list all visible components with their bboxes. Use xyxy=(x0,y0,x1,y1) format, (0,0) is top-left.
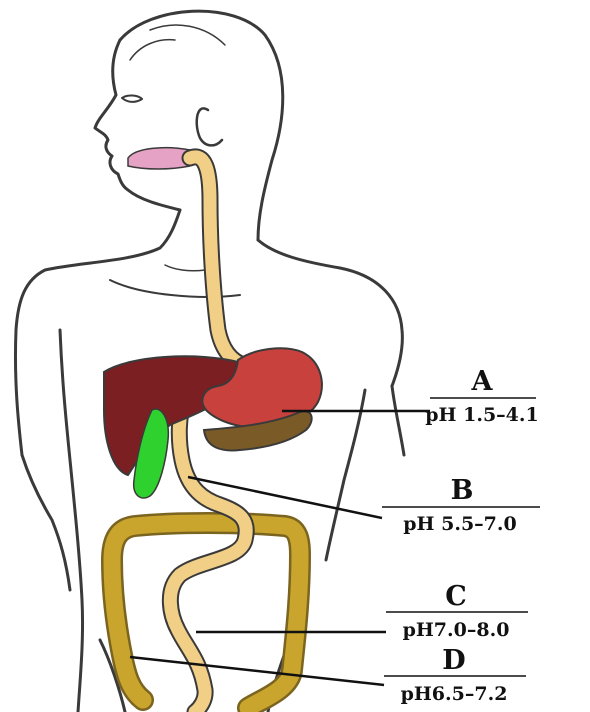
label-a: A pH 1.5–4.1 xyxy=(425,366,538,426)
torso-right xyxy=(326,390,365,560)
hair-line xyxy=(150,25,225,45)
label-a-letter: A xyxy=(471,366,494,397)
label-b-letter: B xyxy=(451,475,474,506)
eye xyxy=(122,95,142,101)
label-c: C pH7.0–8.0 xyxy=(386,581,528,641)
label-d-letter: D xyxy=(442,645,465,676)
label-b: B pH 5.5–7.0 xyxy=(382,475,540,535)
label-d: D pH6.5–7.2 xyxy=(384,645,526,705)
arm-right xyxy=(392,386,404,455)
ear xyxy=(197,108,222,145)
label-c-letter: C xyxy=(445,581,467,612)
label-d-ph: pH6.5–7.2 xyxy=(401,683,508,705)
arm-left xyxy=(22,455,70,590)
label-a-ph: pH 1.5–4.1 xyxy=(425,404,538,426)
torso-left xyxy=(60,330,83,712)
label-b-ph: pH 5.5–7.0 xyxy=(403,513,516,535)
face-profile xyxy=(95,40,180,210)
label-c-ph: pH7.0–8.0 xyxy=(403,619,510,641)
pointer-line-d xyxy=(130,657,384,685)
head-outline xyxy=(120,11,283,240)
